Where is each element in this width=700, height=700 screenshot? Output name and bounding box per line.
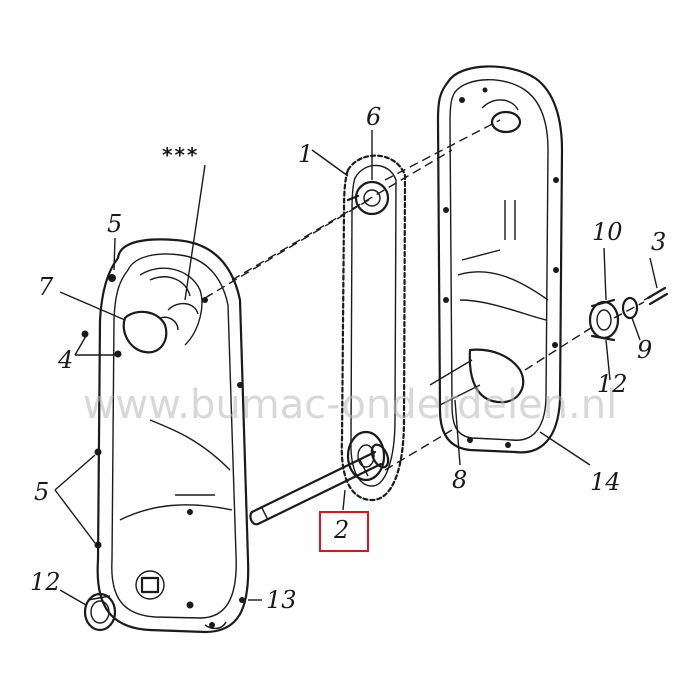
callout-9: 9 xyxy=(637,336,652,364)
highlight-box-part-2 xyxy=(319,511,369,552)
callout-2: 2 xyxy=(333,516,349,544)
callout-13: 13 xyxy=(266,586,297,614)
callout-1: 1 xyxy=(298,140,313,168)
callout-5-top: 5 xyxy=(107,210,122,238)
watermark-text: www.bumac-onderdelen.nl xyxy=(83,382,617,428)
part-7-cap xyxy=(122,303,199,354)
part-3-bolt xyxy=(643,286,669,306)
part-12-bushing-left xyxy=(83,592,117,632)
callout-14: 14 xyxy=(590,468,621,496)
callout-3: 3 xyxy=(651,228,666,256)
part-6-chain xyxy=(340,154,407,502)
left-cover-bolts xyxy=(81,274,245,628)
callout-4: 4 xyxy=(57,346,73,374)
callout-5-bottom: 5 xyxy=(34,478,49,506)
lower-sprocket xyxy=(346,430,386,482)
callout-6: 6 xyxy=(366,103,381,131)
part-9-washer xyxy=(621,296,639,320)
part-14-right-housing xyxy=(429,65,564,454)
part-10-bushing xyxy=(588,298,620,342)
left-chain-cover xyxy=(96,238,250,634)
callout-8: 8 xyxy=(452,466,467,494)
callout-7: 7 xyxy=(38,273,54,301)
callout-labels: 1 6 *** 5 7 4 5 2 8 14 10 3 9 12 12 13 xyxy=(30,103,666,614)
callout-10: 10 xyxy=(592,218,623,246)
callout-12-left: 12 xyxy=(30,568,61,596)
right-housing-bolts xyxy=(443,87,559,448)
callout-12-right: 12 xyxy=(597,370,628,398)
part-1-upper-sprocket xyxy=(346,180,390,216)
leader-lines xyxy=(54,130,658,606)
alignment-lines xyxy=(204,119,645,471)
callout-stars: *** xyxy=(162,143,199,167)
